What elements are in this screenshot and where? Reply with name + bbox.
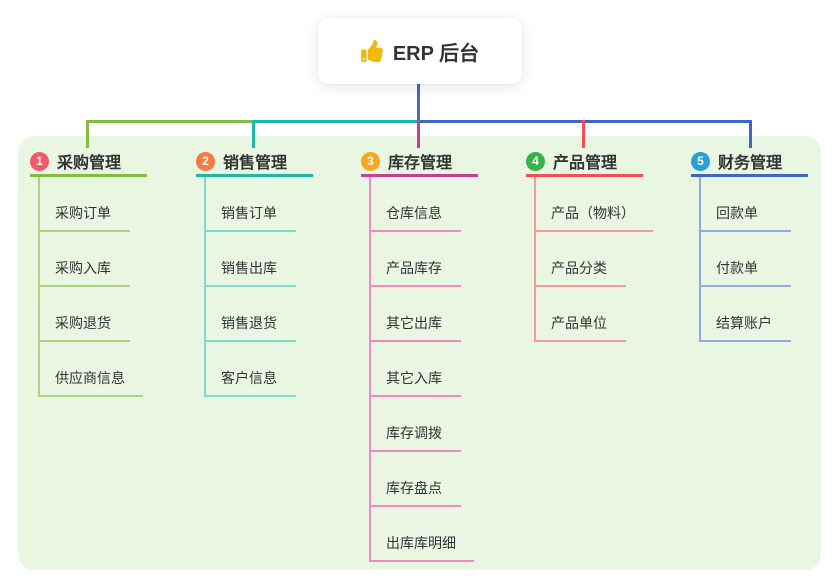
branch-5: 5 财务管理回款单付款单结算账户 [691,148,808,342]
branch-number-badge: 2 [196,151,215,171]
child-node[interactable]: 其它入库 [371,342,461,397]
branch-number-badge: 1 [30,151,49,171]
root-connector-line [417,84,420,123]
branch-drop-line-5 [749,120,752,148]
branch-children: 销售订单销售出库销售退货客户信息 [204,177,296,397]
branch-header[interactable]: 2 销售管理 [196,148,313,177]
child-node[interactable]: 产品分类 [536,232,626,287]
branch-drop-line-2 [252,120,255,148]
branch-header[interactable]: 4 产品管理 [526,148,643,177]
child-node[interactable]: 供应商信息 [40,342,143,397]
branch-title: 销售管理 [223,155,288,172]
child-node[interactable]: 产品单位 [536,287,626,342]
child-node[interactable]: 采购退货 [40,287,130,342]
child-node[interactable]: 销售订单 [206,177,296,232]
bus-segment-left [86,120,254,123]
branch-title: 财务管理 [718,155,783,172]
child-node[interactable]: 产品库存 [371,232,461,287]
branch-number-badge: 4 [526,151,545,171]
thumbs-up-icon [360,40,383,62]
child-node[interactable]: 出库库明细 [371,507,474,562]
branch-title: 采购管理 [57,155,122,172]
child-node[interactable]: 其它出库 [371,287,461,342]
child-node[interactable]: 付款单 [701,232,791,287]
branches-panel [18,136,821,570]
branch-drop-line-4 [582,120,585,148]
branch-drop-line-3 [417,120,420,148]
child-node[interactable]: 客户信息 [206,342,296,397]
child-node[interactable]: 采购入库 [40,232,130,287]
branch-3: 3 库存管理仓库信息产品库存其它出库其它入库库存调拨库存盘点出库库明细 [361,148,478,562]
child-node[interactable]: 产品（物料） [536,177,653,232]
child-node[interactable]: 库存调拨 [371,397,461,452]
child-node[interactable]: 回款单 [701,177,791,232]
branch-children: 仓库信息产品库存其它出库其它入库库存调拨库存盘点出库库明细 [369,177,474,562]
branch-4: 4 产品管理产品（物料）产品分类产品单位 [526,148,653,342]
branch-children: 回款单付款单结算账户 [699,177,791,342]
child-node[interactable]: 销售出库 [206,232,296,287]
child-node[interactable]: 结算账户 [701,287,791,342]
root-node[interactable]: ERP 后台 [318,18,522,84]
branch-title: 产品管理 [553,155,618,172]
branch-children: 采购订单采购入库采购退货供应商信息 [38,177,143,397]
branch-drop-line-1 [86,120,89,148]
child-node[interactable]: 销售退货 [206,287,296,342]
branch-header[interactable]: 1 采购管理 [30,148,147,177]
child-node[interactable]: 仓库信息 [371,177,461,232]
branch-2: 2 销售管理销售订单销售出库销售退货客户信息 [196,148,313,397]
branch-children: 产品（物料）产品分类产品单位 [534,177,653,342]
branch-number-badge: 3 [361,151,380,171]
bus-segment-middle [252,120,420,123]
child-node[interactable]: 库存盘点 [371,452,461,507]
branch-header[interactable]: 3 库存管理 [361,148,478,177]
branch-number-badge: 5 [691,151,710,171]
branch-title: 库存管理 [388,155,453,172]
child-node[interactable]: 采购订单 [40,177,130,232]
root-title: ERP 后台 [392,42,480,65]
branch-header[interactable]: 5 财务管理 [691,148,808,177]
branch-1: 1 采购管理采购订单采购入库采购退货供应商信息 [30,148,147,397]
